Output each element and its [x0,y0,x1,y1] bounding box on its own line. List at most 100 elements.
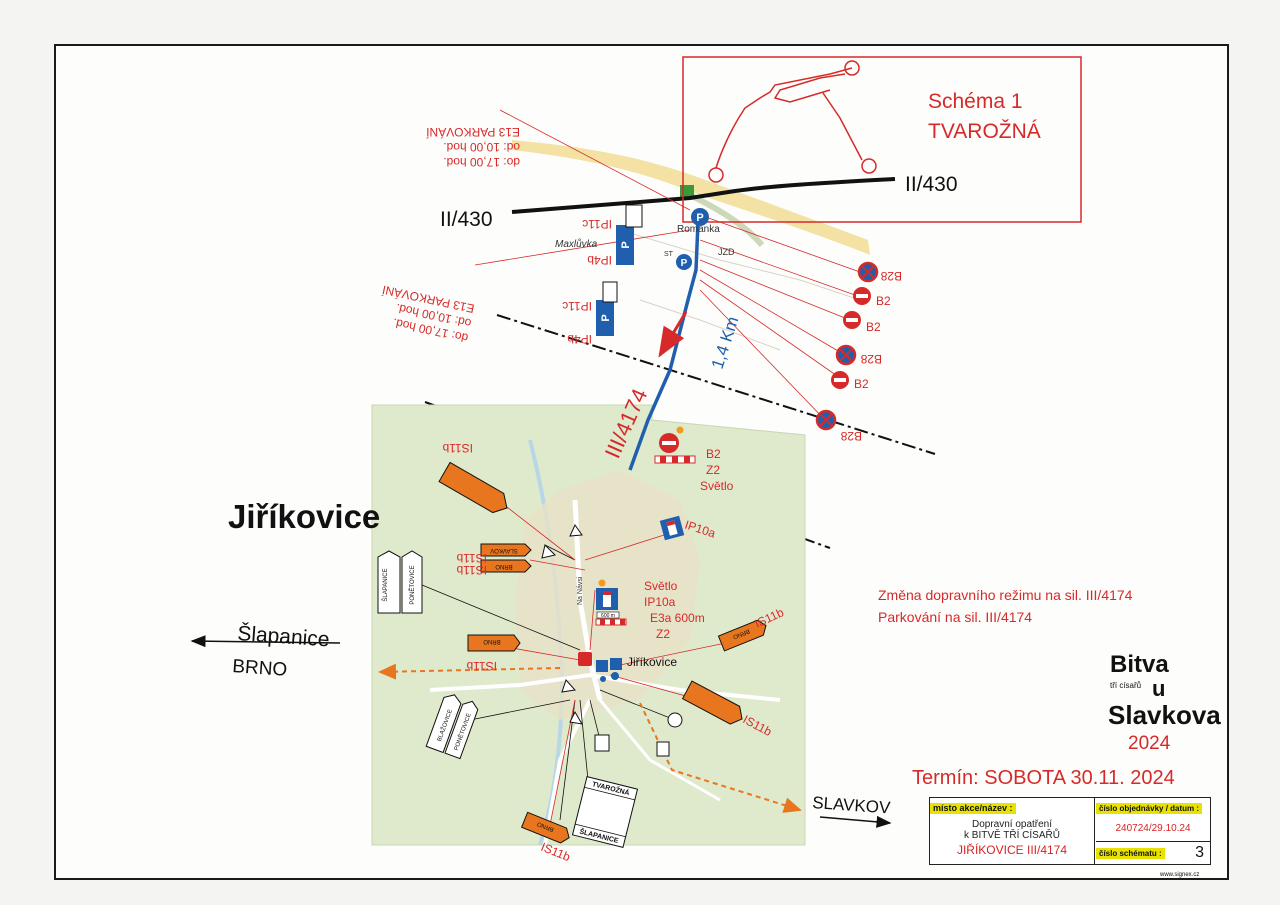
parking-icon-1: P [691,208,709,226]
brno-sign-east: BRNO [717,619,767,652]
svg-text:Bitva: Bitva [1110,651,1169,678]
village-small-label: Jiříkovice [627,655,677,669]
svg-text:PONĚTOVICE: PONĚTOVICE [408,565,416,604]
b28-sign-1 [857,261,879,283]
closure-barrier [654,426,696,464]
place-romanka: Romanka [677,224,720,235]
svg-text:od: 10,00 hod.: od: 10,00 hod. [443,140,520,154]
scheme-inset-box [682,56,1082,223]
label-is11b-4: IS11b [466,659,497,673]
svg-text:ŠLAPANICE: ŠLAPANICE [382,568,389,601]
brno-slavkov-signs: SLAVKOV BRNO [480,543,532,573]
village-title: Jiříkovice [228,498,380,535]
svg-text:2024: 2024 [1128,733,1171,754]
svg-text:do: 17,00 hod.: do: 17,00 hod. [443,155,520,169]
svg-text:P: P [681,258,688,269]
label-b28-3: B28 [840,429,862,443]
barrier-label: B2 Z2 Světlo [700,447,734,493]
order-header: číslo objednávky / datum : [1096,803,1203,814]
b2-sign-3 [831,371,849,389]
svg-text:tří císařů: tří císařů [1110,681,1141,690]
tvarozna-slapanice-sign: TVAROŽNÁ ŠLAPANICE [571,775,639,849]
warning-triangles [541,523,683,757]
event-header: místo akce/název : [930,803,1016,814]
order-value: 240724/29.10.24 [1115,823,1191,834]
svg-text:IP10a: IP10a [644,595,676,609]
event-line-2: k BITVĚ TŘÍ CÍSAŘŮ [964,830,1060,841]
label-is11b-2: IS11b [456,551,487,565]
inset-route-sketch [708,60,877,183]
parking-icon-2: P [676,254,692,270]
sign-plate-mid [602,281,618,303]
svg-text:E13 PARKOVÁNÍ: E13 PARKOVÁNÍ [426,125,520,140]
slavkov-arrow [819,815,892,828]
notice-line-2: Parkování na sil. III/4174 [878,609,1032,625]
scheme-number: 3 [1195,844,1204,861]
b28-sign-3 [815,409,837,431]
svg-text:u: u [1152,676,1165,701]
label-ip4b-mid: IP4b [567,332,592,346]
direction-slapanice: Šlapanice [237,622,331,651]
event-location: JIŘÍKOVICE III/4174 [956,843,1068,857]
svg-text:Světlo: Světlo [644,579,678,593]
ip10a-sign-top [659,515,685,541]
place-st: ST [664,251,674,258]
scheme-number-cell: číslo schématu : 3 [1096,843,1210,864]
label-is11b-3: IS11b [456,563,487,577]
b2-sign-1 [853,287,871,305]
label-b2-2: B2 [866,320,881,334]
scheme-subtitle: TVAROŽNÁ [928,120,1041,143]
road-label-right: II/430 [905,173,958,196]
order-cell: číslo objednávky / datum : 240724/29.10.… [1096,798,1210,842]
label-ip11c-top: IP11c [582,217,612,231]
closure-line-north [496,314,936,455]
svg-text:Světlo: Světlo [700,479,734,493]
place-maxluvka: Maxlůvka [555,238,598,250]
road-label-left: II/430 [440,208,493,231]
distance-label: 1,4 Km [708,314,743,371]
website-label: www.signex.cz [1159,872,1199,878]
road-ii-430 [511,177,896,214]
svg-text:SLAVKOV: SLAVKOV [490,547,518,553]
bitva-logo: Bitva tří císařů u Slavkova 2024 [1108,651,1221,754]
slapanice-arrow [190,635,341,648]
sign-ip11c-top: P [616,225,634,265]
label-b28-1: B28 [880,269,902,283]
center-markers [578,652,622,682]
ip10a-sign-center: 600 m [595,579,627,626]
svg-text:BRNO: BRNO [495,563,513,569]
notice-line-1: Změna dopravního režimu na sil. III/4174 [878,587,1133,603]
street-label: Na Návsi [577,576,584,605]
svg-text:P: P [620,241,632,248]
label-ip4b-top: IP4b [587,253,612,267]
direction-arrow-red [658,311,688,358]
label-b2-3: B2 [854,377,869,391]
parking-note-mid: E13 PARKOVÁNÍ od: 10,00 hod. do: 17,00 h… [380,282,476,345]
place-jzd: JZD [718,247,735,257]
label-b2-1: B2 [876,294,891,308]
is11b-sign-top [438,461,508,514]
svg-text:BRNO: BRNO [483,638,501,644]
scheme-title: Schéma 1 [928,90,1023,113]
blazovice-ponetovice-sign: BLAŽOVICE PONĚTOVICE [425,694,479,760]
label-b28-2: B28 [860,352,882,366]
svg-text:P: P [696,212,703,224]
sign-ip11c-mid: P [596,300,614,336]
parking-note-top: E13 PARKOVÁNÍ od: 10,00 hod. do: 17,00 h… [426,125,520,169]
svg-text:600 m: 600 m [601,613,615,619]
svg-text:Z2: Z2 [656,627,670,641]
title-block: místo akce/název : Dopravní opatření k B… [929,797,1211,865]
label-is11b-1: IS11b [442,441,473,455]
b2-sign-2 [843,311,861,329]
svg-text:E3a 600m: E3a 600m [650,611,705,625]
b28-sign-2 [835,344,857,366]
label-ip11c-mid: IP11c [562,299,592,313]
event-line-1: Dopravní opatření [971,819,1053,830]
event-cell: místo akce/název : Dopravní opatření k B… [930,798,1095,864]
direction-brno: BRNO [232,656,288,681]
direction-slavkov: SLAVKOV [812,793,892,817]
ponetovice-slapanice-sign: ŠLAPANICE PONĚTOVICE [377,550,423,614]
term-label: Termín: SOBOTA 30.11. 2024 [912,767,1175,789]
brno-sign-west: BRNO [467,634,521,652]
